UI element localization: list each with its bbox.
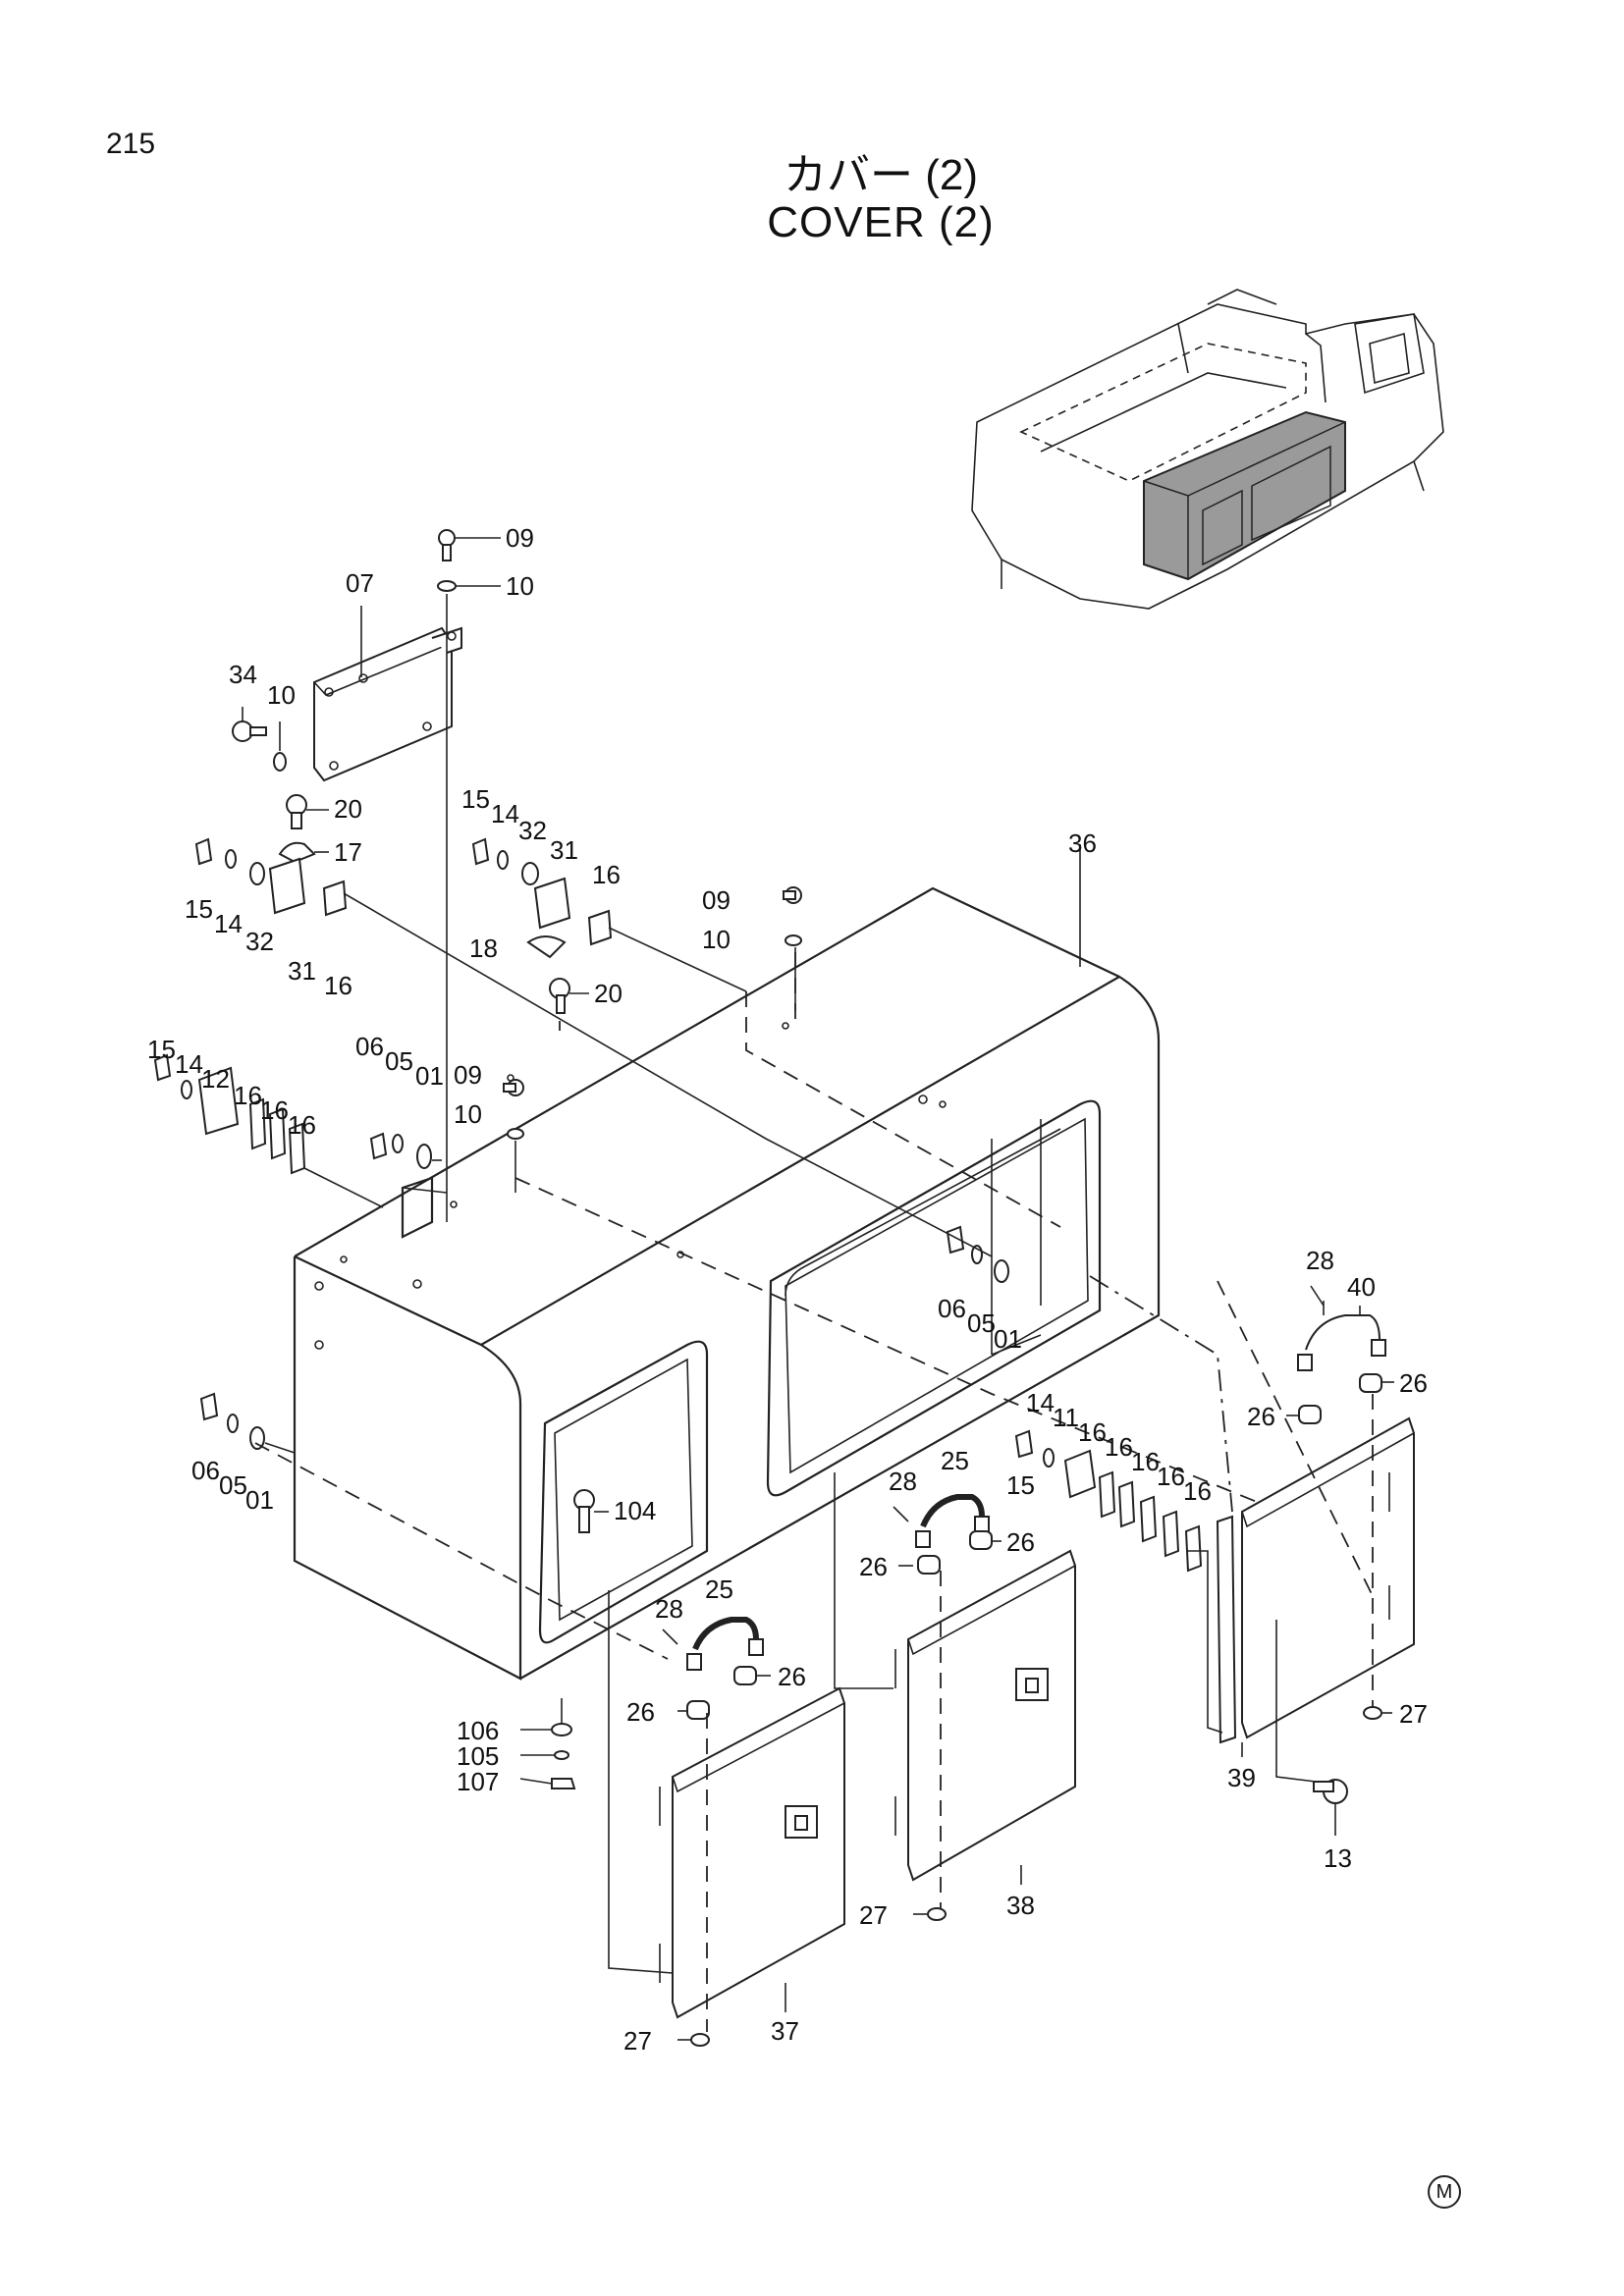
callout: 01 — [994, 1324, 1022, 1354]
callout: 16 — [288, 1110, 316, 1140]
callout: 13 — [1324, 1843, 1352, 1873]
callout: 16 — [1105, 1432, 1133, 1462]
callout: 25 — [705, 1575, 733, 1604]
callout: 15 — [185, 894, 213, 924]
callout: 06 — [191, 1456, 220, 1485]
callout: 26 — [1247, 1402, 1275, 1431]
callout: 26 — [778, 1662, 806, 1691]
callout: 16 — [324, 971, 352, 1000]
callout-labels: 09 10 07 34 10 20 17 15 14 32 31 16 15 1… — [147, 523, 1428, 2056]
main-cover-box — [293, 886, 1161, 1681]
door-37 — [659, 1686, 845, 2019]
callout: 16 — [1131, 1447, 1160, 1476]
callout: 26 — [626, 1697, 655, 1727]
callout: 10 — [267, 680, 296, 710]
callout: 32 — [518, 816, 547, 845]
callout: 14 — [1026, 1388, 1055, 1417]
callout: 28 — [889, 1467, 917, 1496]
highlighted-cover-box — [1143, 410, 1346, 581]
callout: 12 — [201, 1064, 230, 1094]
callout: 01 — [415, 1061, 444, 1091]
callout: 06 — [355, 1032, 384, 1061]
callout: 14 — [214, 909, 243, 938]
callout: 14 — [491, 799, 519, 828]
callout: 26 — [1399, 1368, 1428, 1398]
callout: 26 — [1006, 1527, 1035, 1557]
callout: 34 — [229, 660, 257, 689]
callout: 31 — [550, 835, 578, 865]
callout: 25 — [941, 1446, 969, 1475]
callout: 11 — [1053, 1403, 1079, 1432]
callout: 26 — [859, 1552, 888, 1581]
callout: 104 — [614, 1496, 656, 1525]
callout: 16 — [1078, 1417, 1107, 1447]
callout: 105 — [457, 1741, 499, 1771]
door-39 — [1216, 1416, 1415, 1744]
callout: 15 — [147, 1035, 176, 1064]
callout: 15 — [461, 784, 490, 814]
callout: 37 — [771, 2016, 799, 2046]
callout: 17 — [334, 837, 362, 867]
callout: 27 — [623, 2026, 652, 2056]
callout: 09 — [506, 523, 534, 553]
title-japanese: カバー (2) — [784, 151, 978, 199]
callout: 107 — [457, 1767, 499, 1796]
door-38 — [894, 1549, 1076, 1882]
callout: 10 — [454, 1099, 482, 1129]
callout: 15 — [1006, 1470, 1035, 1500]
callout: 05 — [385, 1046, 413, 1076]
callout: 40 — [1347, 1272, 1376, 1302]
callout: 20 — [594, 979, 623, 1008]
callout: 05 — [219, 1470, 247, 1500]
callout: 14 — [175, 1049, 203, 1079]
callout: 28 — [1306, 1246, 1334, 1275]
callout: 38 — [1006, 1891, 1035, 1920]
callout: 20 — [334, 794, 362, 824]
callout: 39 — [1227, 1763, 1256, 1792]
machine-overview-inset — [971, 289, 1444, 610]
callout: 31 — [288, 956, 316, 986]
callout: 09 — [702, 885, 731, 915]
page-number: 215 — [106, 128, 156, 160]
callout: 106 — [457, 1716, 499, 1745]
callout: 18 — [469, 934, 498, 963]
callout: 10 — [702, 925, 731, 954]
title-english: COVER (2) — [767, 198, 995, 246]
callout: 06 — [938, 1294, 966, 1323]
callout: 36 — [1068, 828, 1097, 858]
callout: 16 — [1183, 1476, 1212, 1506]
callout: 07 — [346, 568, 374, 598]
cover-plate — [313, 626, 462, 782]
callout: 27 — [859, 1900, 888, 1930]
callout: 27 — [1399, 1699, 1428, 1729]
callout: 16 — [234, 1081, 262, 1110]
callout: 05 — [967, 1308, 996, 1338]
assembly-lines — [242, 537, 1394, 2041]
callout: 16 — [260, 1095, 289, 1125]
manufacturer-mark: M — [1428, 2175, 1461, 2209]
callout: 01 — [245, 1485, 274, 1515]
callout: 16 — [592, 860, 621, 889]
callout: 32 — [245, 927, 274, 956]
callout: 09 — [454, 1060, 482, 1090]
hardware-parts — [153, 529, 1386, 2047]
callout: 16 — [1157, 1462, 1185, 1491]
callout: 10 — [506, 571, 534, 601]
callout: 28 — [655, 1594, 683, 1624]
